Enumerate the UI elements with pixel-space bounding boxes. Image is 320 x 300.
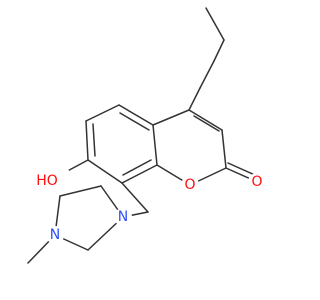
bond xyxy=(87,159,123,184)
pyranone-ring xyxy=(152,109,258,186)
atom-labels: HO O O N N xyxy=(36,165,266,244)
bond xyxy=(122,159,152,176)
label-background xyxy=(248,173,266,191)
hydroxyl-label: HO xyxy=(36,173,58,189)
bond xyxy=(188,87,201,111)
carbonyl-oxygen-label: O xyxy=(251,174,262,190)
molecule-structure: HO O O N N xyxy=(27,7,266,264)
bond xyxy=(59,185,102,197)
bond xyxy=(213,39,225,62)
benzene-ring xyxy=(59,104,158,184)
piperazine-n1-label: N xyxy=(118,209,128,225)
piperazine-group xyxy=(27,182,149,264)
piperazine-n4-label: N xyxy=(50,227,60,243)
label-background xyxy=(114,208,132,226)
bond xyxy=(152,124,158,166)
label-background xyxy=(46,226,64,244)
bond xyxy=(221,129,227,169)
bond xyxy=(193,115,220,132)
bond xyxy=(85,104,120,122)
bond xyxy=(188,109,223,131)
butyl-chain xyxy=(188,7,225,111)
label-background xyxy=(181,176,199,194)
bond xyxy=(199,60,215,89)
bond xyxy=(92,123,96,157)
ring-oxygen-label: O xyxy=(184,177,195,193)
bond xyxy=(205,7,225,41)
bond xyxy=(85,120,89,161)
label-background xyxy=(50,165,70,185)
bond xyxy=(119,112,150,131)
bond xyxy=(121,182,149,213)
bond xyxy=(121,164,158,184)
bond xyxy=(152,109,190,126)
bond xyxy=(227,162,258,177)
bond xyxy=(118,104,154,126)
